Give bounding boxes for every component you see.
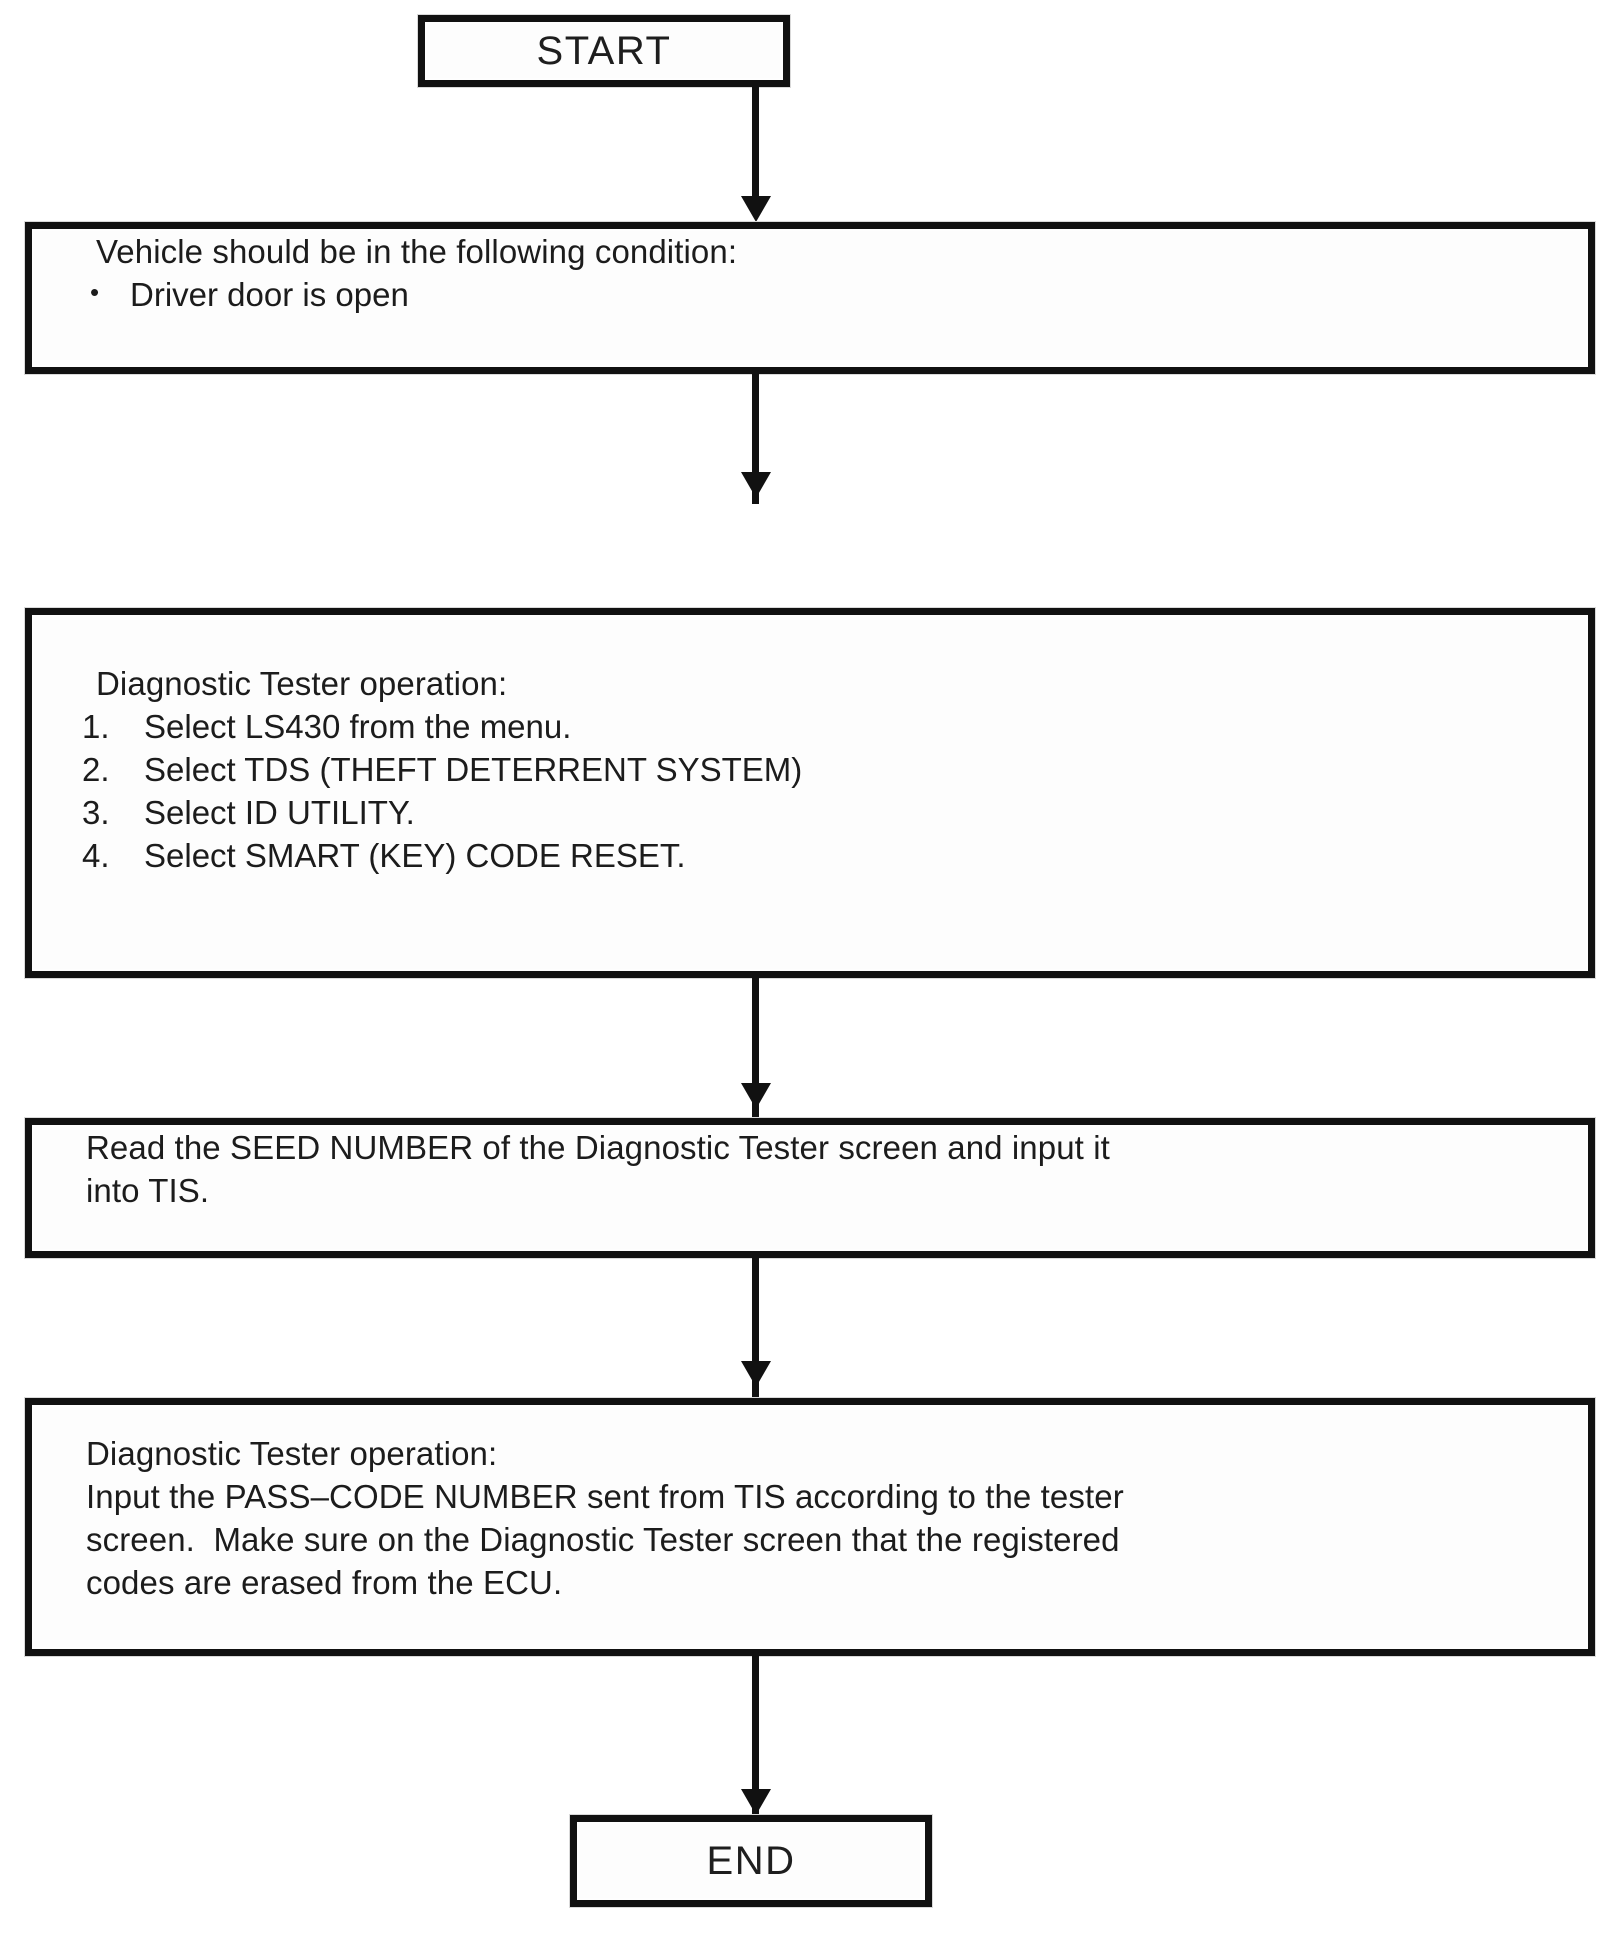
node-condition-bullets: • Driver door is open <box>68 274 1552 317</box>
connector-start-to-condition <box>752 87 759 207</box>
node-seed-number-line-2: into TIS. <box>86 1171 210 1209</box>
list-item: • Driver door is open <box>68 274 1552 317</box>
list-item-number: 3. <box>82 793 110 831</box>
node-pass-code-inner: Diagnostic Tester operation: Input the P… <box>32 1405 1588 1649</box>
node-tester-steps: Diagnostic Tester operation: 1. Select L… <box>25 608 1595 978</box>
list-item-label: Select LS430 from the menu. <box>144 707 572 745</box>
connector-tester-steps-to-seed-number <box>752 978 759 1118</box>
node-end-inner: END <box>577 1822 925 1900</box>
node-start-inner: START <box>425 22 783 80</box>
connector-seed-number-to-pass-code <box>752 1258 759 1398</box>
node-end: END <box>570 1815 932 1907</box>
node-seed-number: Read the SEED NUMBER of the Diagnostic T… <box>25 1118 1595 1258</box>
node-tester-steps-inner: Diagnostic Tester operation: 1. Select L… <box>32 615 1588 971</box>
list-item-label: Select SMART (KEY) CODE RESET. <box>144 836 686 874</box>
list-item-label: Select TDS (THEFT DETERRENT SYSTEM) <box>144 750 803 788</box>
node-pass-code-line-2: screen. Make sure on the Diagnostic Test… <box>86 1520 1120 1558</box>
node-start-label: START <box>536 29 672 73</box>
list-item: 2. Select TDS (THEFT DETERRENT SYSTEM) <box>82 749 1552 792</box>
list-item-number: 4. <box>82 836 110 874</box>
node-pass-code-line-3: codes are erased from the ECU. <box>86 1563 563 1601</box>
node-end-label: END <box>706 1839 796 1883</box>
bullet-point-icon: • <box>90 276 100 307</box>
list-item-label: Select ID UTILITY. <box>144 793 415 831</box>
list-item-number: 2. <box>82 750 110 788</box>
list-item-number: 1. <box>82 707 110 745</box>
connector-condition-to-tester-steps <box>752 374 759 504</box>
node-start: START <box>418 15 790 87</box>
node-pass-code: Diagnostic Tester operation: Input the P… <box>25 1398 1595 1656</box>
node-tester-steps-list: 1. Select LS430 from the menu. 2. Select… <box>82 706 1552 878</box>
arrowhead-seed-number-to-pass-code <box>741 1361 771 1387</box>
node-seed-number-line-1: Read the SEED NUMBER of the Diagnostic T… <box>86 1129 1110 1166</box>
arrowhead-pass-code-to-end <box>741 1789 771 1815</box>
node-tester-steps-heading: Diagnostic Tester operation: <box>96 665 508 702</box>
arrowhead-condition-to-tester-steps <box>741 472 771 498</box>
connector-pass-code-to-end <box>752 1656 759 1816</box>
node-pass-code-heading: Diagnostic Tester operation: <box>86 1435 498 1472</box>
node-pass-code-line-1: Input the PASS–CODE NUMBER sent from TIS… <box>86 1477 1124 1515</box>
node-condition-inner: Vehicle should be in the following condi… <box>32 229 1588 367</box>
node-condition-heading: Vehicle should be in the following condi… <box>96 233 738 270</box>
list-item: 3. Select ID UTILITY. <box>82 792 1552 835</box>
arrowhead-tester-steps-to-seed-number <box>741 1083 771 1109</box>
node-seed-number-inner: Read the SEED NUMBER of the Diagnostic T… <box>32 1125 1588 1251</box>
list-item: 1. Select LS430 from the menu. <box>82 706 1552 749</box>
list-item: 4. Select SMART (KEY) CODE RESET. <box>82 835 1552 878</box>
arrowhead-start-to-condition <box>741 196 771 222</box>
bullet-label: Driver door is open <box>130 275 409 313</box>
node-condition: Vehicle should be in the following condi… <box>25 222 1595 374</box>
